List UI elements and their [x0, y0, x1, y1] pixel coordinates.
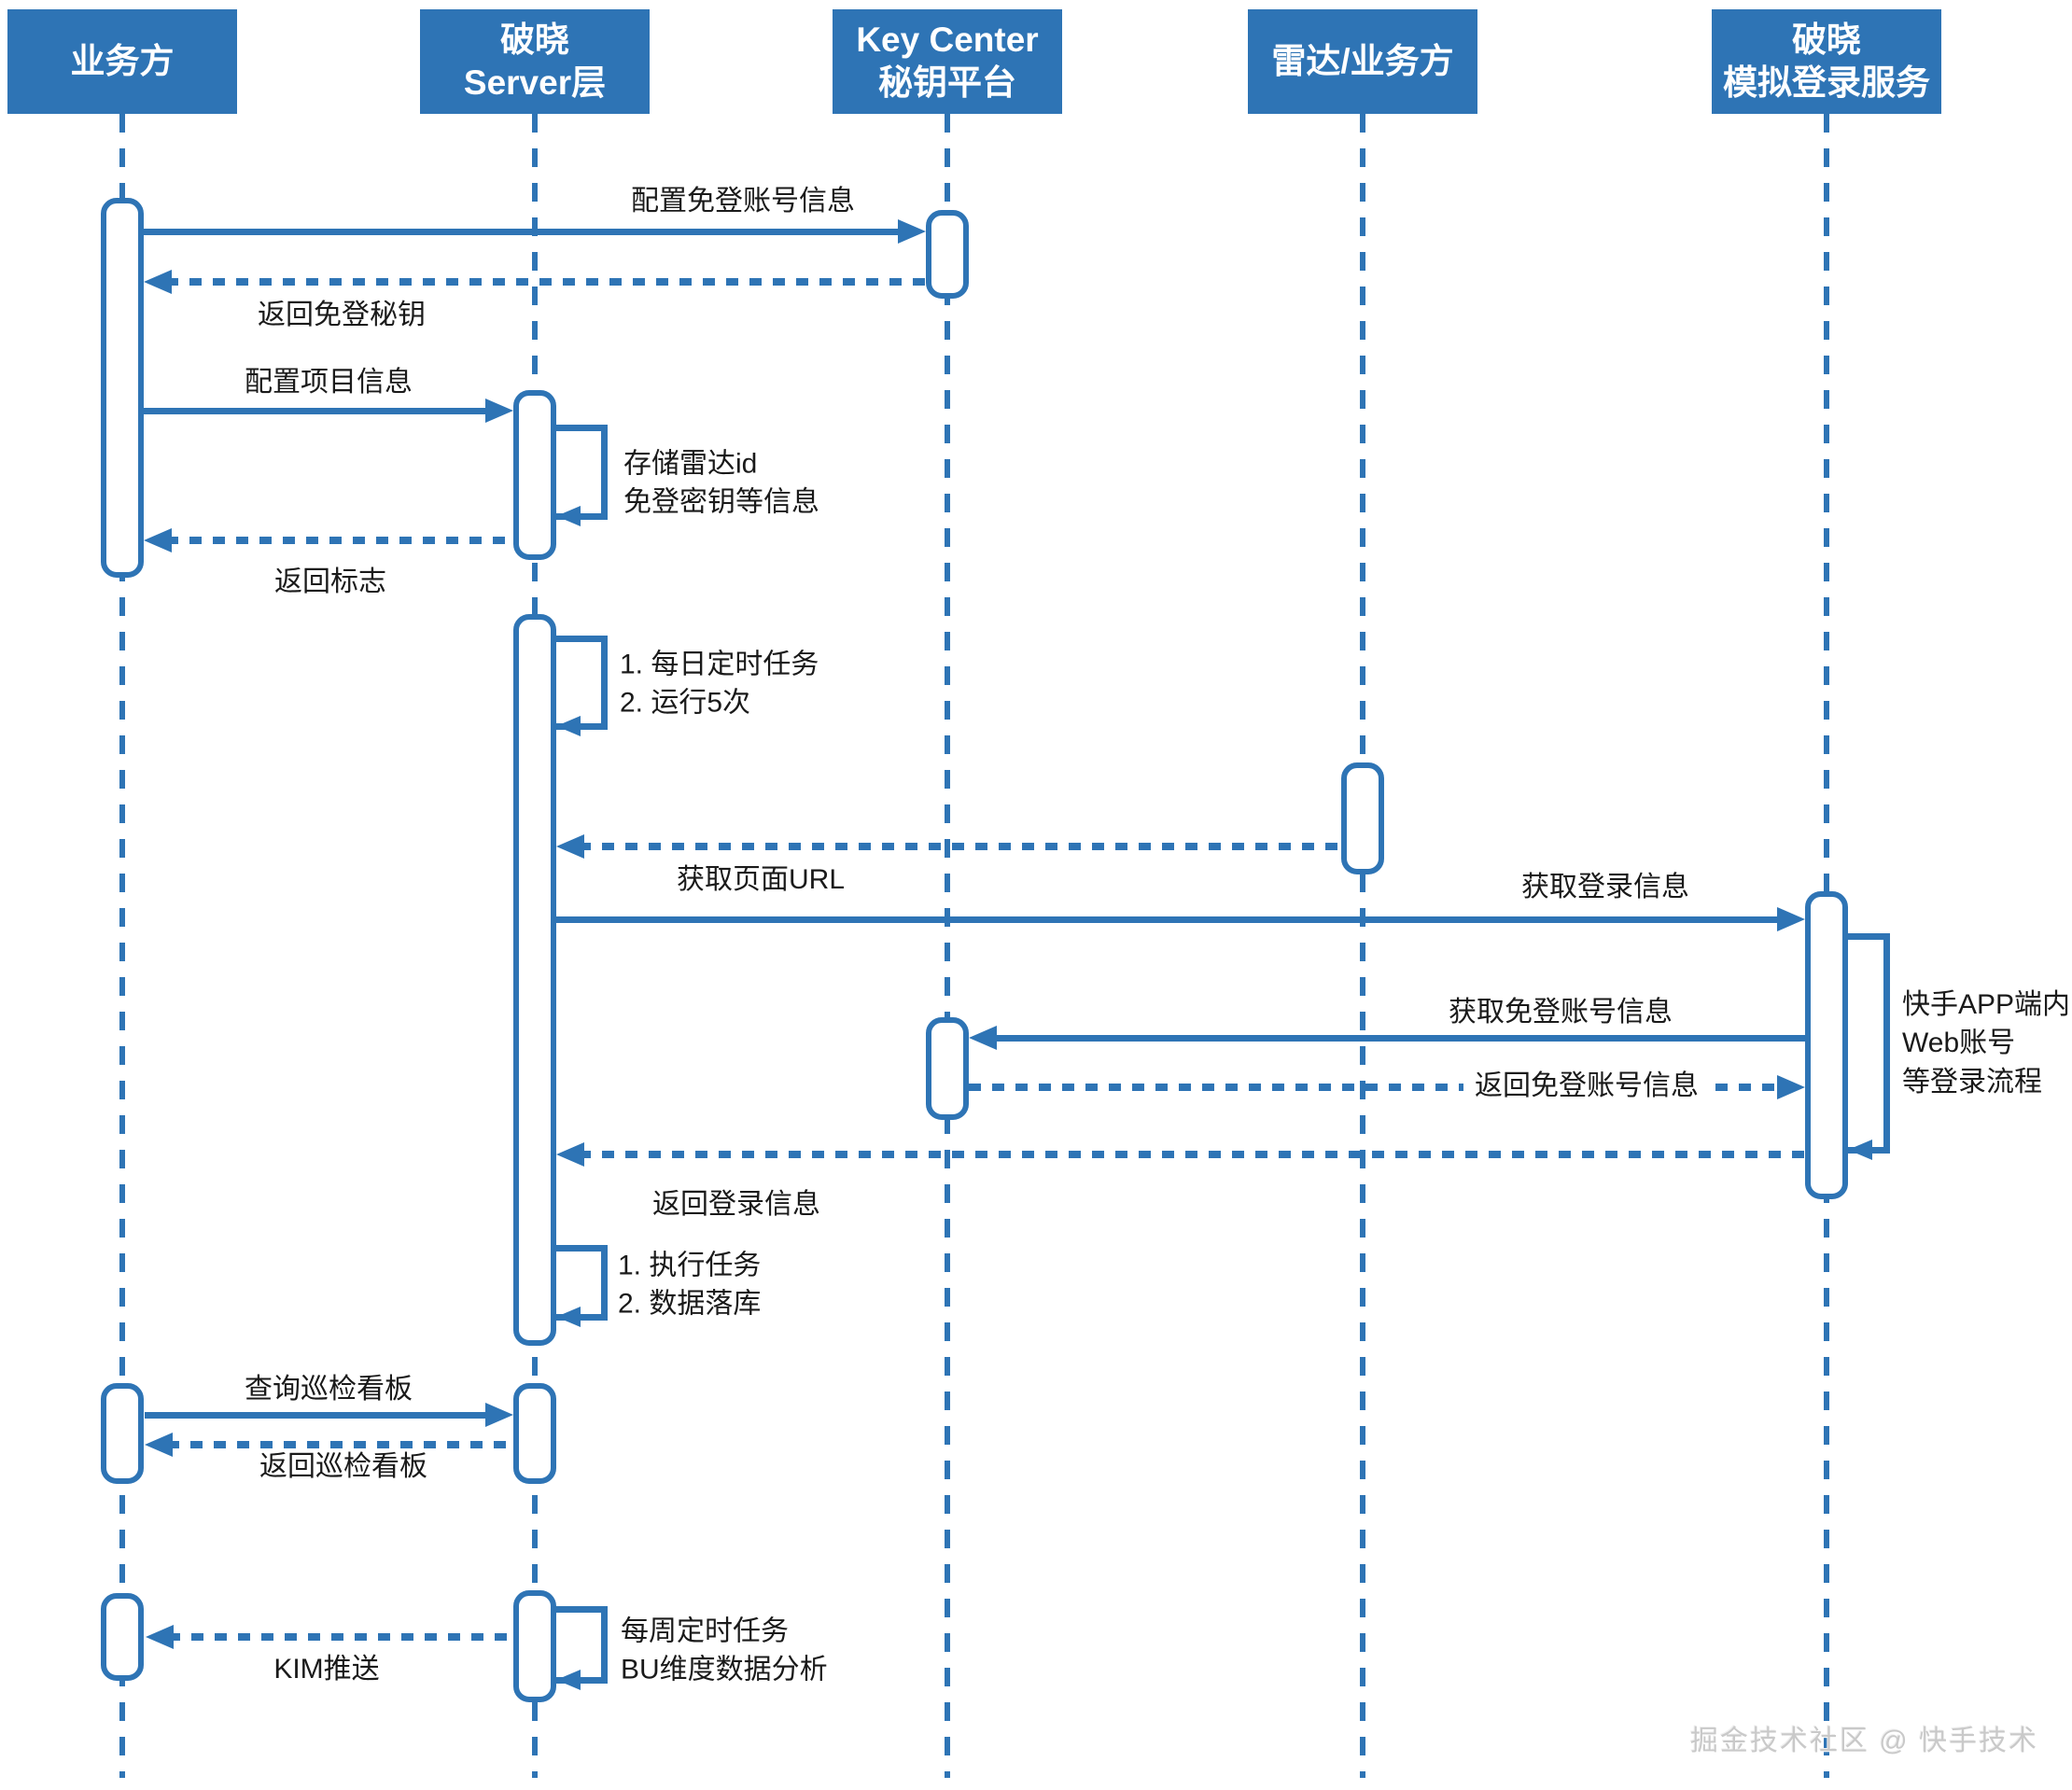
actor-box-poxiao-server: 破晓 Server层 — [420, 9, 650, 114]
message-line-return-flag — [166, 537, 513, 544]
arrowhead-right-icon — [898, 219, 926, 244]
arrowhead-left-icon — [969, 1026, 997, 1050]
message-label-configure-project-info: 配置项目信息 — [245, 367, 413, 399]
message-label-return-flag: 返回标志 — [274, 566, 386, 598]
self-call-bracket-execute-task — [556, 1245, 608, 1321]
note-label-execute-task: 1. 执行任务 2. 数据落库 — [618, 1250, 762, 1320]
message-label-return-inspection-board: 返回巡检看板 — [259, 1451, 427, 1483]
message-label-get-free-login-account: 获取免登账号信息 — [1449, 997, 1673, 1028]
arrowhead-right-icon — [485, 1403, 513, 1427]
activation-server-4 — [513, 1590, 556, 1702]
self-call-bracket-store-radar-id — [556, 425, 608, 520]
self-call-bracket-kuaishou-login — [1848, 933, 1890, 1154]
arrowhead-right-icon — [1777, 1075, 1805, 1099]
message-line-get-login-info — [556, 916, 1783, 923]
arrowhead-left-icon — [556, 1307, 581, 1327]
message-label-configure-free-login-account: 配置免登账号信息 — [631, 186, 855, 217]
message-line-configure-free-login-account — [144, 229, 902, 235]
note-label-weekly-task: 每周定时任务 BU维度数据分析 — [621, 1615, 828, 1685]
message-line-return-free-login-account — [969, 1084, 1783, 1091]
message-line-return-login-info — [579, 1151, 1805, 1158]
activation-server-2 — [513, 614, 556, 1346]
arrowhead-left-icon — [145, 1433, 173, 1457]
lifeline-key-center — [945, 114, 950, 1778]
watermark-text: 掘金技术社区 @ 快手技术 — [1689, 1726, 2038, 1756]
message-label-query-inspection-board: 查询巡检看板 — [245, 1374, 413, 1405]
activation-business-3 — [101, 1593, 144, 1681]
arrowhead-left-icon — [1848, 1140, 1872, 1160]
arrowhead-left-icon — [146, 1625, 174, 1649]
activation-server-1 — [513, 390, 556, 560]
lifeline-radar — [1360, 114, 1365, 1778]
activation-key-center-2 — [926, 1017, 969, 1120]
note-label-daily-task: 1. 每日定时任务 2. 运行5次 — [620, 649, 819, 719]
actor-box-radar: 雷达/业务方 — [1248, 9, 1477, 114]
arrowhead-left-icon — [556, 1142, 584, 1167]
message-line-configure-project-info — [144, 408, 491, 414]
arrowhead-left-icon — [144, 270, 172, 294]
arrowhead-left-icon — [556, 1670, 581, 1690]
message-line-get-free-login-account — [991, 1035, 1805, 1042]
activation-login-service-1 — [1805, 891, 1848, 1199]
message-line-kim-push — [168, 1633, 513, 1641]
activation-radar-1 — [1341, 762, 1384, 874]
lifeline-business — [119, 114, 125, 1778]
message-label-return-free-login-account: 返回免登账号信息 — [1463, 1068, 1710, 1105]
arrowhead-right-icon — [1777, 907, 1805, 931]
arrowhead-left-icon — [556, 716, 581, 736]
self-call-bracket-weekly-task — [556, 1606, 608, 1684]
note-label-kuaishou-login: 快手APP端内 Web账号 等登录流程 — [1902, 988, 2071, 1098]
arrowhead-left-icon — [144, 528, 172, 552]
actor-box-key-center: Key Center 秘钥平台 — [833, 9, 1062, 114]
arrowhead-left-icon — [556, 506, 581, 526]
message-label-return-login-info: 返回登录信息 — [652, 1189, 820, 1221]
message-line-query-inspection-board — [145, 1412, 491, 1419]
message-label-kim-push: KIM推送 — [273, 1654, 380, 1685]
message-line-get-page-url — [579, 843, 1341, 850]
message-label-get-page-url: 获取页面URL — [676, 864, 846, 896]
actor-box-poxiao-login: 破晓 模拟登录服务 — [1712, 9, 1941, 114]
arrowhead-right-icon — [485, 399, 513, 423]
activation-business-1 — [101, 198, 144, 578]
actor-box-business: 业务方 — [7, 9, 237, 114]
arrowhead-left-icon — [556, 834, 584, 859]
message-label-return-free-login-key: 返回免登秘钥 — [258, 300, 426, 331]
message-label-get-login-info: 获取登录信息 — [1521, 872, 1689, 903]
activation-server-3 — [513, 1383, 556, 1484]
message-line-return-inspection-board — [167, 1441, 513, 1448]
activation-key-center-1 — [926, 210, 969, 299]
note-label-store-radar-id: 存储雷达id 免登密钥等信息 — [623, 448, 819, 518]
activation-business-2 — [101, 1383, 144, 1484]
message-line-return-free-login-key — [166, 278, 926, 286]
self-call-bracket-daily-task — [556, 636, 608, 730]
